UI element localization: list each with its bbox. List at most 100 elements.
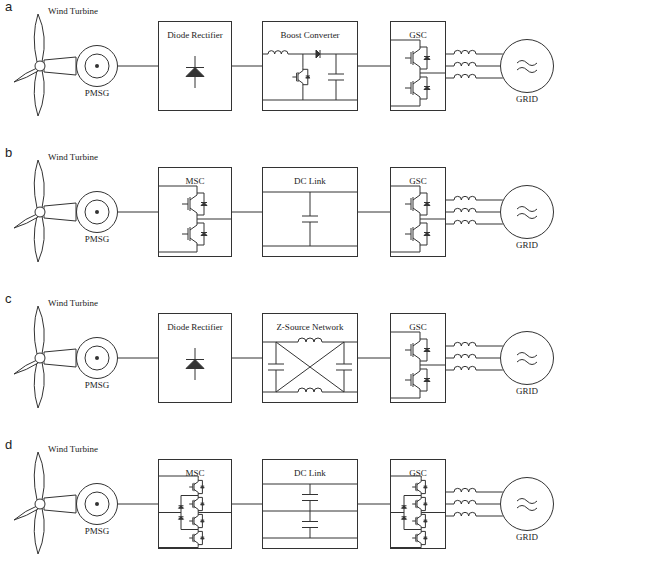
component-label: MSC — [185, 176, 204, 187]
wire — [446, 54, 503, 55]
rotor-dot — [95, 210, 99, 214]
wire — [390, 186, 420, 190]
inductor-symbol — [298, 388, 322, 392]
wire — [405, 350, 411, 351]
row-illustration — [14, 14, 537, 116]
diode-symbol — [201, 520, 205, 522]
converter-box: DC Link — [262, 459, 358, 549]
wire — [413, 238, 420, 248]
diode-symbol — [402, 517, 407, 520]
wire — [413, 343, 414, 357]
igbt-symbol — [189, 513, 204, 530]
wire — [390, 332, 420, 336]
wire — [413, 197, 414, 211]
panel-letter: a — [5, 0, 12, 14]
igbt-symbol — [182, 190, 207, 218]
wire — [344, 370, 345, 392]
wire — [194, 540, 198, 546]
inductor-symbol — [454, 512, 476, 516]
wire — [411, 198, 412, 210]
wire — [413, 74, 420, 84]
machine-circle: PMSG — [76, 191, 118, 233]
component-label: Boost Converter — [280, 30, 339, 41]
wire — [190, 238, 197, 248]
diode-symbol — [424, 203, 430, 206]
connector-wire — [232, 358, 262, 359]
machine-circle: PMSG — [76, 483, 118, 525]
diode-bar — [424, 520, 428, 521]
component-label: DC Link — [294, 176, 326, 187]
component-label: MSC — [185, 468, 204, 479]
inductor-symbol — [454, 62, 476, 66]
wire — [420, 365, 446, 366]
wire — [413, 44, 420, 54]
wire — [417, 523, 421, 529]
wire — [390, 546, 421, 547]
diode-bar — [424, 486, 428, 487]
inductor-symbol — [454, 50, 476, 54]
wire — [276, 342, 277, 364]
wire — [411, 52, 412, 64]
igbt-symbol — [405, 336, 430, 364]
connector-wire — [358, 358, 390, 359]
turbine-hub — [35, 61, 45, 71]
igbt-symbol — [405, 44, 430, 72]
component-label: PMSG — [85, 526, 110, 537]
diode-symbol — [424, 57, 430, 60]
diode-bar — [424, 56, 430, 57]
igbt-symbol — [405, 74, 430, 102]
wire — [413, 92, 420, 102]
ac-symbol — [517, 360, 537, 365]
diode-symbol — [306, 76, 310, 78]
ac-symbol — [517, 353, 537, 358]
coil-gap — [454, 369, 476, 372]
inductor-symbol — [454, 342, 476, 346]
wire — [181, 496, 198, 530]
turbine-blade — [34, 508, 44, 554]
wire — [417, 506, 421, 512]
wire — [190, 190, 197, 200]
wire — [310, 511, 311, 522]
wire — [412, 538, 416, 539]
wire — [420, 73, 446, 74]
turbine-blade — [34, 362, 44, 408]
wire — [417, 489, 421, 495]
component-label: Z-Source Network — [276, 322, 343, 333]
igbt-symbol — [189, 496, 204, 513]
capacitor-plate — [268, 364, 284, 365]
wire — [413, 81, 414, 95]
diode-bar — [306, 75, 310, 76]
wire — [310, 192, 311, 216]
inductor-symbol — [454, 354, 476, 358]
wire — [192, 500, 193, 507]
wire — [446, 78, 503, 79]
wire — [262, 54, 358, 55]
part-label: Wind Turbine — [48, 444, 98, 455]
inductor-symbol — [454, 488, 476, 492]
diode-symbol — [424, 486, 428, 488]
wire — [189, 504, 193, 505]
wire — [413, 51, 414, 65]
diode-bar — [424, 503, 428, 504]
turbine-hub — [35, 499, 45, 509]
capacitor-plate — [302, 216, 318, 217]
inductor-symbol — [454, 74, 476, 78]
wire — [390, 512, 404, 513]
coil-gap — [268, 53, 288, 56]
wire — [390, 394, 420, 398]
ac-symbol — [517, 207, 537, 212]
wire — [302, 87, 303, 100]
connector-wire — [232, 66, 262, 67]
row-illustration — [14, 160, 537, 262]
wire — [446, 224, 503, 225]
wire — [446, 370, 503, 371]
coil-gap — [454, 211, 476, 214]
part-label: Wind Turbine — [48, 6, 98, 17]
diode-bar — [186, 67, 204, 68]
igbt-symbol — [405, 366, 430, 394]
turbine-hub — [35, 353, 45, 363]
inductor-symbol — [454, 208, 476, 212]
wire — [194, 530, 198, 536]
converter-box: GSC — [390, 459, 446, 549]
